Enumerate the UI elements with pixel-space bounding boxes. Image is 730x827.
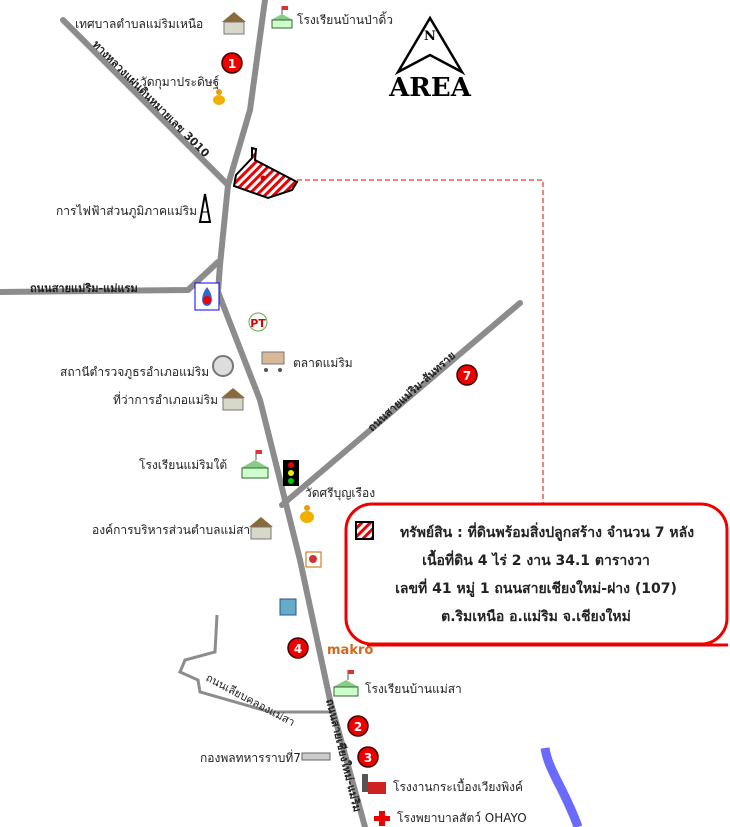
marker-4[interactable]: 4 xyxy=(287,637,309,659)
north-arrow-icon xyxy=(394,15,466,76)
property-plot[interactable] xyxy=(232,146,299,200)
property-info-box: ทรัพย์สิน : ที่ดินพร้อมสิ่งปลูกสร้าง จำน… xyxy=(344,502,729,646)
road-maerim-sansai xyxy=(279,300,523,508)
school-icon xyxy=(333,670,359,697)
makro-label: makro xyxy=(327,643,373,658)
temple-buddha-icon xyxy=(300,505,314,523)
ptt-station-icon[interactable] xyxy=(194,282,220,311)
red-cross-icon xyxy=(374,811,390,826)
svg-text:3: 3 xyxy=(364,751,372,765)
svg-text:PT: PT xyxy=(250,317,266,330)
area-label: AREA xyxy=(388,73,472,103)
plot-center-dot xyxy=(260,175,266,181)
label-municipality: เทศบาลตำบลแม่ริมเหนือ xyxy=(75,17,203,31)
label-vet: โรงพยาบาลสัตว์ OHAYO xyxy=(397,811,527,825)
building-icon xyxy=(221,388,245,411)
road-label-khlong-maesa: ถนนเลียบคลองแม่สา xyxy=(204,671,297,729)
label-district-office: ที่ว่าการอำเภอแม่ริม xyxy=(113,391,218,407)
label-school-paddue: โรงเรียนบ้านป่าดิ้ว xyxy=(297,11,393,27)
road-label-maerim-sansai: ถนนสายแม่ริม-สันทราย xyxy=(365,349,458,434)
road-label-maerim-maeram: ถนนสายแม่ริม-แม่แรม xyxy=(30,282,138,295)
label-wat-kumma: วัดกุมาประดิษฐ์ xyxy=(140,75,219,90)
police-icon xyxy=(212,355,234,377)
info-line-3: เลขที่ 41 หมู่ 1 ถนนสายเชียงใหม่-ฝาง (10… xyxy=(395,578,677,597)
svg-text:7: 7 xyxy=(463,369,471,383)
label-police: สถานีตำรวจภูธรอำเภอแม่ริม xyxy=(60,365,209,380)
marker-3[interactable]: 3 xyxy=(357,746,379,768)
info-line-1: ทรัพย์สิน : ที่ดินพร้อมสิ่งปลูกสร้าง จำน… xyxy=(400,522,694,541)
info-line-4: ต.ริมเหนือ อ.แม่ริม จ.เชียงใหม่ xyxy=(441,607,631,625)
traffic-light-icon xyxy=(283,460,299,486)
svg-text:4: 4 xyxy=(294,642,302,656)
road-label-3010: ทางหลวงแผ่นดินหมายเลข 3010 xyxy=(90,38,212,160)
building-icon xyxy=(249,517,273,540)
legend-hatch-swatch xyxy=(355,521,374,540)
label-school-maerimtai: โรงเรียนแม่ริมใต้ xyxy=(139,458,227,472)
label-market: ตลาดแม่ริม xyxy=(293,356,353,370)
label-pea: การไฟฟ้าส่วนภูมิภาคแม่ริม xyxy=(56,204,197,219)
school-icon xyxy=(241,450,269,479)
svg-text:2: 2 xyxy=(354,720,362,734)
road-hwy-3010 xyxy=(60,17,231,188)
info-line-2: เนื้อที่ดิน 4 ไร่ 2 งาน 34.1 ตารางวา xyxy=(422,549,650,569)
north-letter: N xyxy=(424,29,436,44)
river xyxy=(540,747,583,827)
bank-icon xyxy=(279,598,297,616)
pt-station-icon[interactable]: PT xyxy=(248,312,268,332)
building-icon xyxy=(222,12,246,35)
marker-2[interactable]: 2 xyxy=(347,715,369,737)
label-sao-maesa: องค์การบริหารส่วนตำบลแม่สา xyxy=(92,523,250,537)
tank-icon xyxy=(301,752,331,761)
label-wat-sriboonruang: วัดศรีบุญเรือง xyxy=(305,486,375,501)
label-cavalry: กองพลทหารราบที่7 xyxy=(200,749,301,765)
plot-leader-line xyxy=(297,179,544,503)
road-khlong-maesa xyxy=(178,614,332,714)
market-cart-icon xyxy=(261,351,285,372)
road-maerim-maeram xyxy=(0,259,221,295)
school-icon xyxy=(271,6,293,29)
power-tower-icon xyxy=(198,193,212,223)
label-school-maesa: โรงเรียนบ้านแม่สา xyxy=(365,682,462,696)
marker-7[interactable]: 7 xyxy=(456,364,478,386)
marker-1[interactable]: 1 xyxy=(221,52,243,74)
label-tile-factory: โรงงานกระเบื้องเวียงพิงค์ xyxy=(393,778,523,794)
factory-icon xyxy=(362,774,386,794)
temple-buddha-icon xyxy=(213,89,225,105)
north-arrow: N AREA xyxy=(388,15,472,103)
logo-icon xyxy=(305,551,322,568)
svg-text:1: 1 xyxy=(228,57,236,71)
